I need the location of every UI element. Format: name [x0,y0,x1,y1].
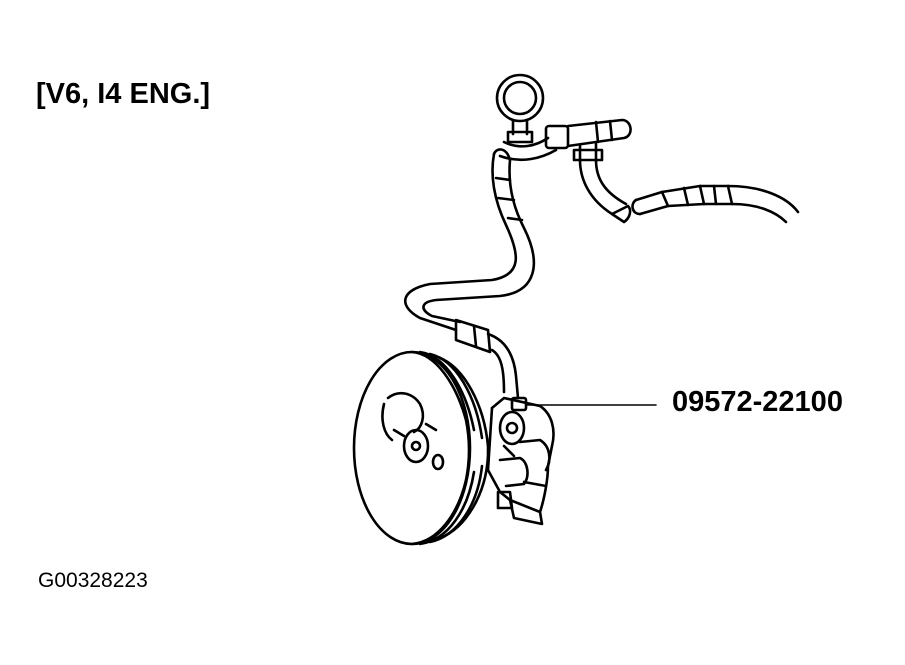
gauge-tee-fitting [498,118,632,162]
pump-pulley [352,350,490,546]
figure-code: G00328223 [38,569,148,592]
engine-variant-title: [V6, I4 ENG.] [36,78,211,110]
outlet-branch-hose [572,142,632,224]
pressure-hose [403,148,536,400]
return-hose [631,184,800,224]
pump-body [486,396,555,526]
tool-part-number-label: 09572-22100 [672,386,843,418]
pressure-gauge [495,73,545,144]
